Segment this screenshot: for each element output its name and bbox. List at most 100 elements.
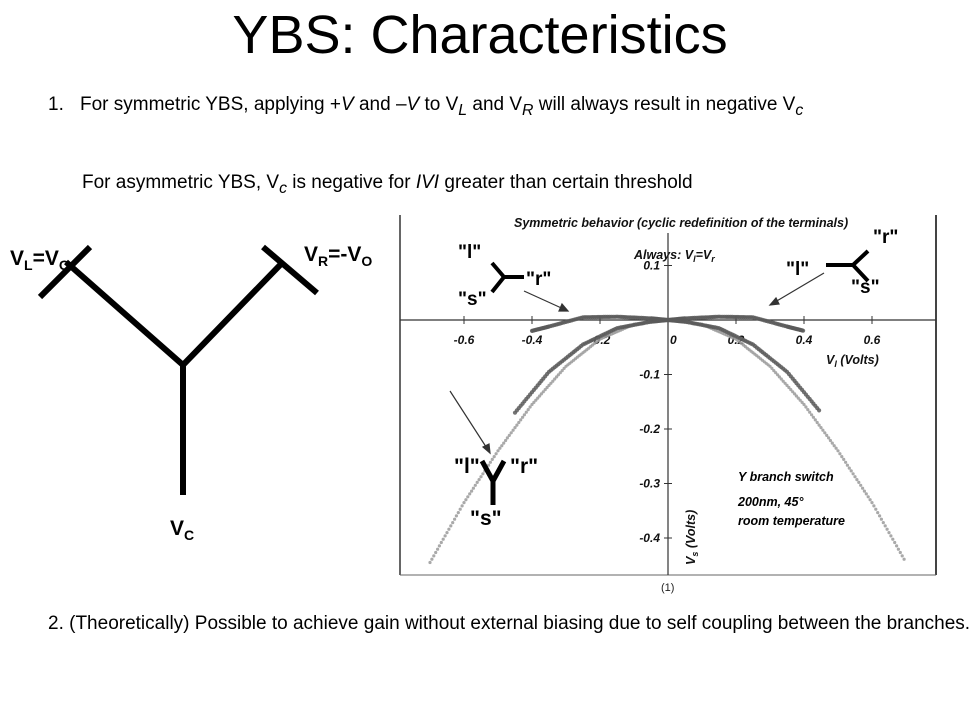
data-point (823, 431, 827, 435)
data-point (490, 457, 494, 461)
data-point (813, 418, 817, 422)
legend-line-2: 200nm, 45° (737, 495, 804, 509)
data-point (447, 527, 451, 531)
data-point (779, 377, 783, 381)
data-point (515, 423, 519, 427)
data-point (524, 410, 528, 414)
data-point (878, 514, 882, 518)
data-point (800, 400, 804, 404)
data-point (806, 408, 810, 412)
data-point (494, 452, 498, 456)
ybs-right-arm (180, 259, 286, 368)
branch-icon-left: "l" "r" "s" (458, 242, 551, 310)
data-point (842, 457, 846, 461)
data-point (819, 426, 823, 430)
data-point (471, 486, 475, 490)
data-point (534, 398, 538, 402)
arrow-head-icon (768, 296, 780, 306)
branch-label-r: "r" (873, 227, 898, 248)
data-point (774, 371, 778, 375)
y-branch-right-icon (826, 249, 870, 283)
always-equation: Always: Vl=Vr (633, 248, 715, 264)
y-tick-label: -0.2 (639, 422, 660, 436)
data-point (864, 492, 868, 496)
data-point (451, 521, 455, 525)
data-point (879, 517, 883, 521)
data-point (430, 557, 434, 561)
data-point (902, 557, 906, 561)
data-point (473, 483, 477, 487)
slide-title: YBS: Characteristics (232, 5, 728, 65)
arrow-bottom (449, 390, 491, 454)
point-1-asymmetric: For asymmetric YBS, Vc is negative for I… (82, 172, 693, 197)
ybs-left-arm (64, 259, 185, 368)
data-point (855, 478, 859, 482)
chart-series (428, 314, 906, 565)
data-point (785, 383, 789, 387)
data-point (505, 436, 509, 440)
data-point (560, 369, 564, 373)
legend-line-3: room temperature (738, 514, 845, 528)
ybs-right-contact (261, 244, 319, 296)
y-tick-label: -0.4 (639, 531, 660, 545)
data-point (464, 498, 468, 502)
branch-icon-bottom: "l" "r" "s" (454, 455, 538, 530)
x-tick-label: 0.4 (796, 333, 813, 347)
data-point (532, 400, 536, 404)
data-point (434, 550, 438, 555)
data-point (441, 537, 445, 541)
data-point (832, 444, 836, 448)
data-point (479, 475, 483, 479)
data-point (827, 436, 831, 440)
branch-label-s: "s" (470, 507, 502, 530)
ybs-diagram (37, 244, 319, 495)
data-point (481, 472, 485, 476)
arrow-head-icon (558, 302, 570, 312)
data-point (840, 455, 844, 459)
data-point (844, 460, 848, 464)
ybs-left-contact (37, 244, 93, 300)
chart-arrows (449, 272, 825, 455)
data-point (804, 405, 808, 409)
chart-header: Symmetric behavior (cyclic redefinition … (514, 216, 848, 230)
data-point (889, 534, 893, 538)
data-point (437, 544, 441, 548)
x-axis-label: Vl (Volts) (826, 353, 879, 369)
data-point (558, 371, 562, 375)
data-point (772, 369, 776, 373)
data-point (445, 531, 449, 535)
series-3 (529, 314, 822, 413)
data-point (777, 375, 781, 379)
data-point (883, 524, 887, 528)
data-point (517, 420, 521, 425)
data-point (870, 501, 874, 505)
data-point (513, 426, 517, 430)
data-point (861, 486, 865, 490)
vc-label: VC (170, 517, 195, 544)
data-point (549, 381, 553, 385)
data-point (500, 444, 504, 448)
branch-label-r: "r" (526, 269, 551, 290)
data-point (838, 452, 842, 456)
ybs-characteristic-chart: Symmetric behavior (cyclic redefinition … (398, 213, 940, 577)
data-point (825, 433, 829, 437)
data-point (498, 446, 502, 450)
branch-label-l: "l" (454, 455, 480, 478)
data-point (551, 379, 555, 383)
data-point (496, 449, 500, 453)
arrow-right (769, 272, 825, 306)
data-point (798, 398, 802, 402)
data-point (454, 514, 458, 518)
data-point (817, 423, 821, 427)
data-point (428, 560, 432, 565)
data-point (887, 531, 891, 535)
data-point (470, 489, 474, 493)
data-point (796, 396, 800, 400)
chart-background (398, 213, 940, 577)
data-point (468, 492, 472, 496)
data-point (891, 537, 895, 541)
data-point (522, 413, 526, 417)
data-point (545, 385, 549, 390)
data-point (834, 446, 838, 450)
data-point (783, 381, 787, 385)
